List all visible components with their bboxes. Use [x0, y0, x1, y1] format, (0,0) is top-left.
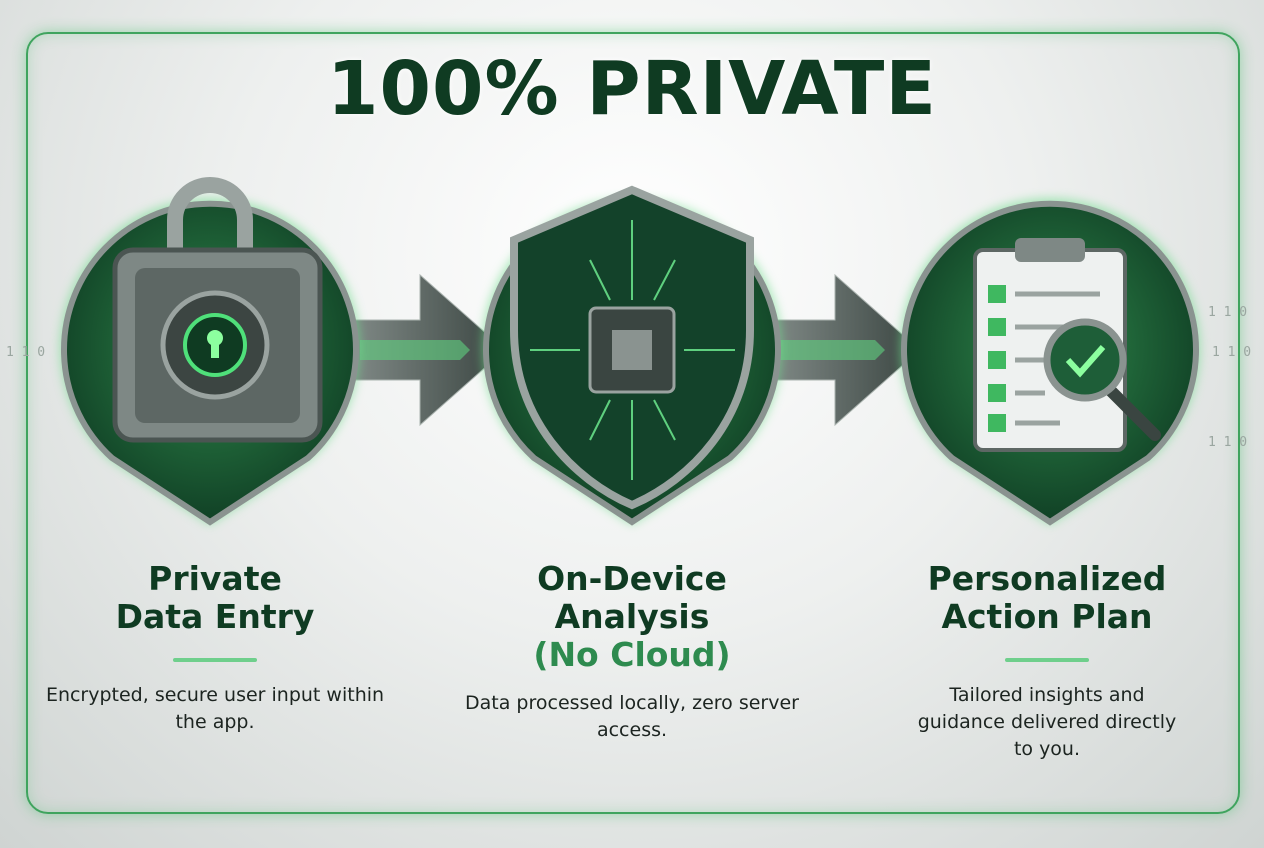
binary-decor: 1 1 0	[1208, 435, 1248, 450]
step-title-line2: Data Entry	[115, 597, 315, 636]
shield-chip-icon	[482, 185, 782, 526]
vault-lock-icon	[59, 177, 361, 526]
step-title-line1: Private	[148, 559, 282, 598]
page-title: 100% PRIVATE	[327, 46, 937, 132]
divider	[173, 658, 257, 662]
arrow-right-icon	[749, 273, 921, 427]
step-description: Tailored insights and guidance delivered…	[917, 684, 1177, 760]
binary-decor: 1 1 0	[6, 345, 46, 360]
binary-decor: 1 1 0	[1208, 305, 1248, 320]
step-subtitle: (No Cloud)	[533, 635, 731, 674]
step-description: Data processed locally, zero server acce…	[465, 692, 799, 741]
step-title-line1: On-Device	[537, 559, 727, 598]
clipboard-check-icon	[899, 198, 1200, 526]
border-frame	[26, 32, 1240, 814]
step-title-line1: Personalized	[927, 559, 1167, 598]
binary-decor: 1 1 0	[1212, 345, 1252, 360]
step-title-line2: Analysis	[554, 597, 710, 636]
step-title-line2: Action Plan	[941, 597, 1153, 636]
step-description: Encrypted, secure user input within the …	[45, 684, 385, 733]
divider	[1005, 658, 1089, 662]
